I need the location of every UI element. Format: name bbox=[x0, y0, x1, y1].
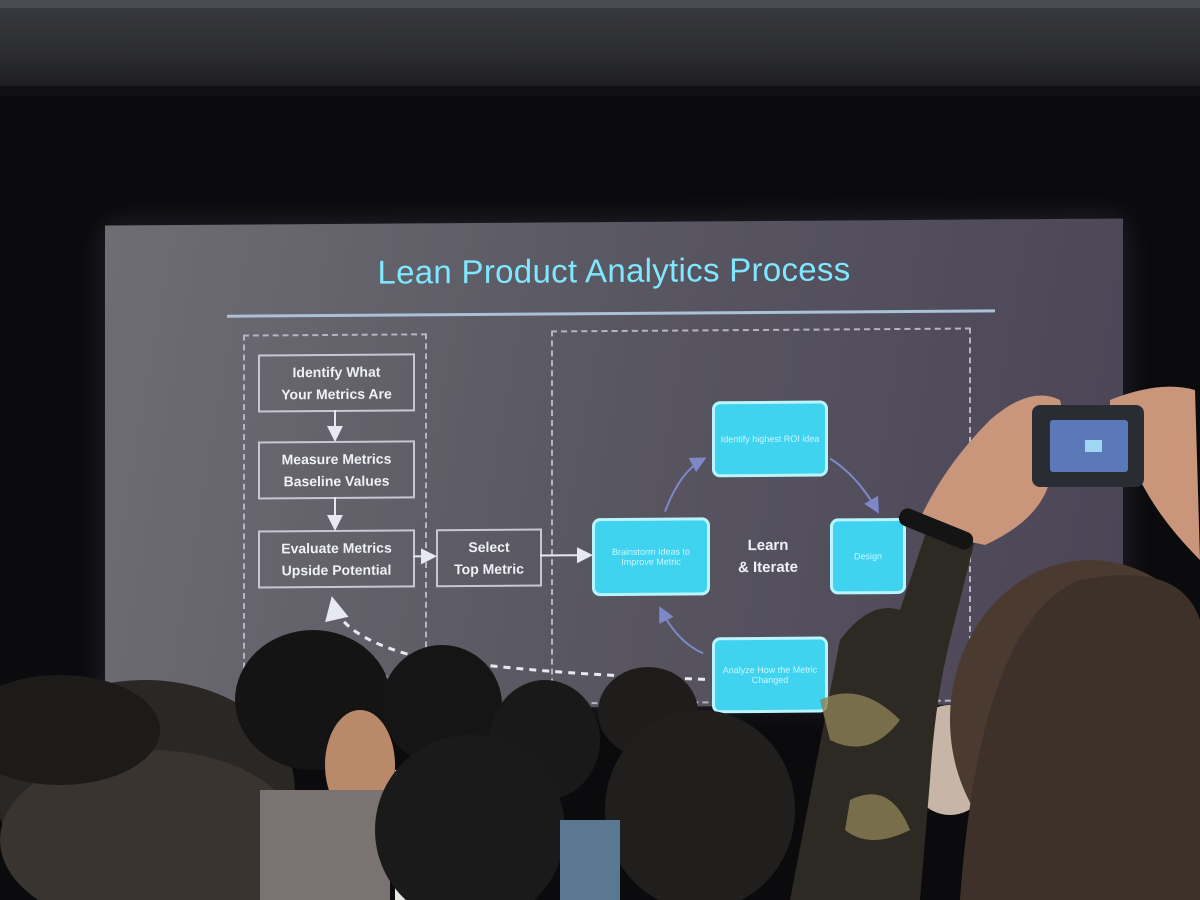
audience-head bbox=[0, 675, 160, 785]
arrow-identify-to-design bbox=[829, 457, 879, 514]
ceiling bbox=[0, 0, 1200, 92]
audience-body bbox=[260, 790, 390, 900]
audience-body bbox=[560, 820, 620, 900]
audience-head bbox=[605, 710, 795, 900]
camera-screen-icon bbox=[1085, 440, 1102, 452]
audience-head bbox=[375, 735, 565, 900]
ceiling-light bbox=[0, 0, 1200, 8]
audience-head bbox=[382, 645, 502, 765]
arrow-analyze-to-brainstorm bbox=[659, 606, 704, 655]
photographer-hand bbox=[915, 395, 1064, 545]
audience-head bbox=[0, 750, 300, 900]
arrow-brainstorm-to-identify bbox=[664, 457, 707, 512]
audience-hair bbox=[960, 575, 1200, 900]
photographer-arm-pattern bbox=[820, 693, 910, 840]
ceiling-strip bbox=[0, 86, 1200, 96]
wrist-band bbox=[898, 508, 974, 550]
